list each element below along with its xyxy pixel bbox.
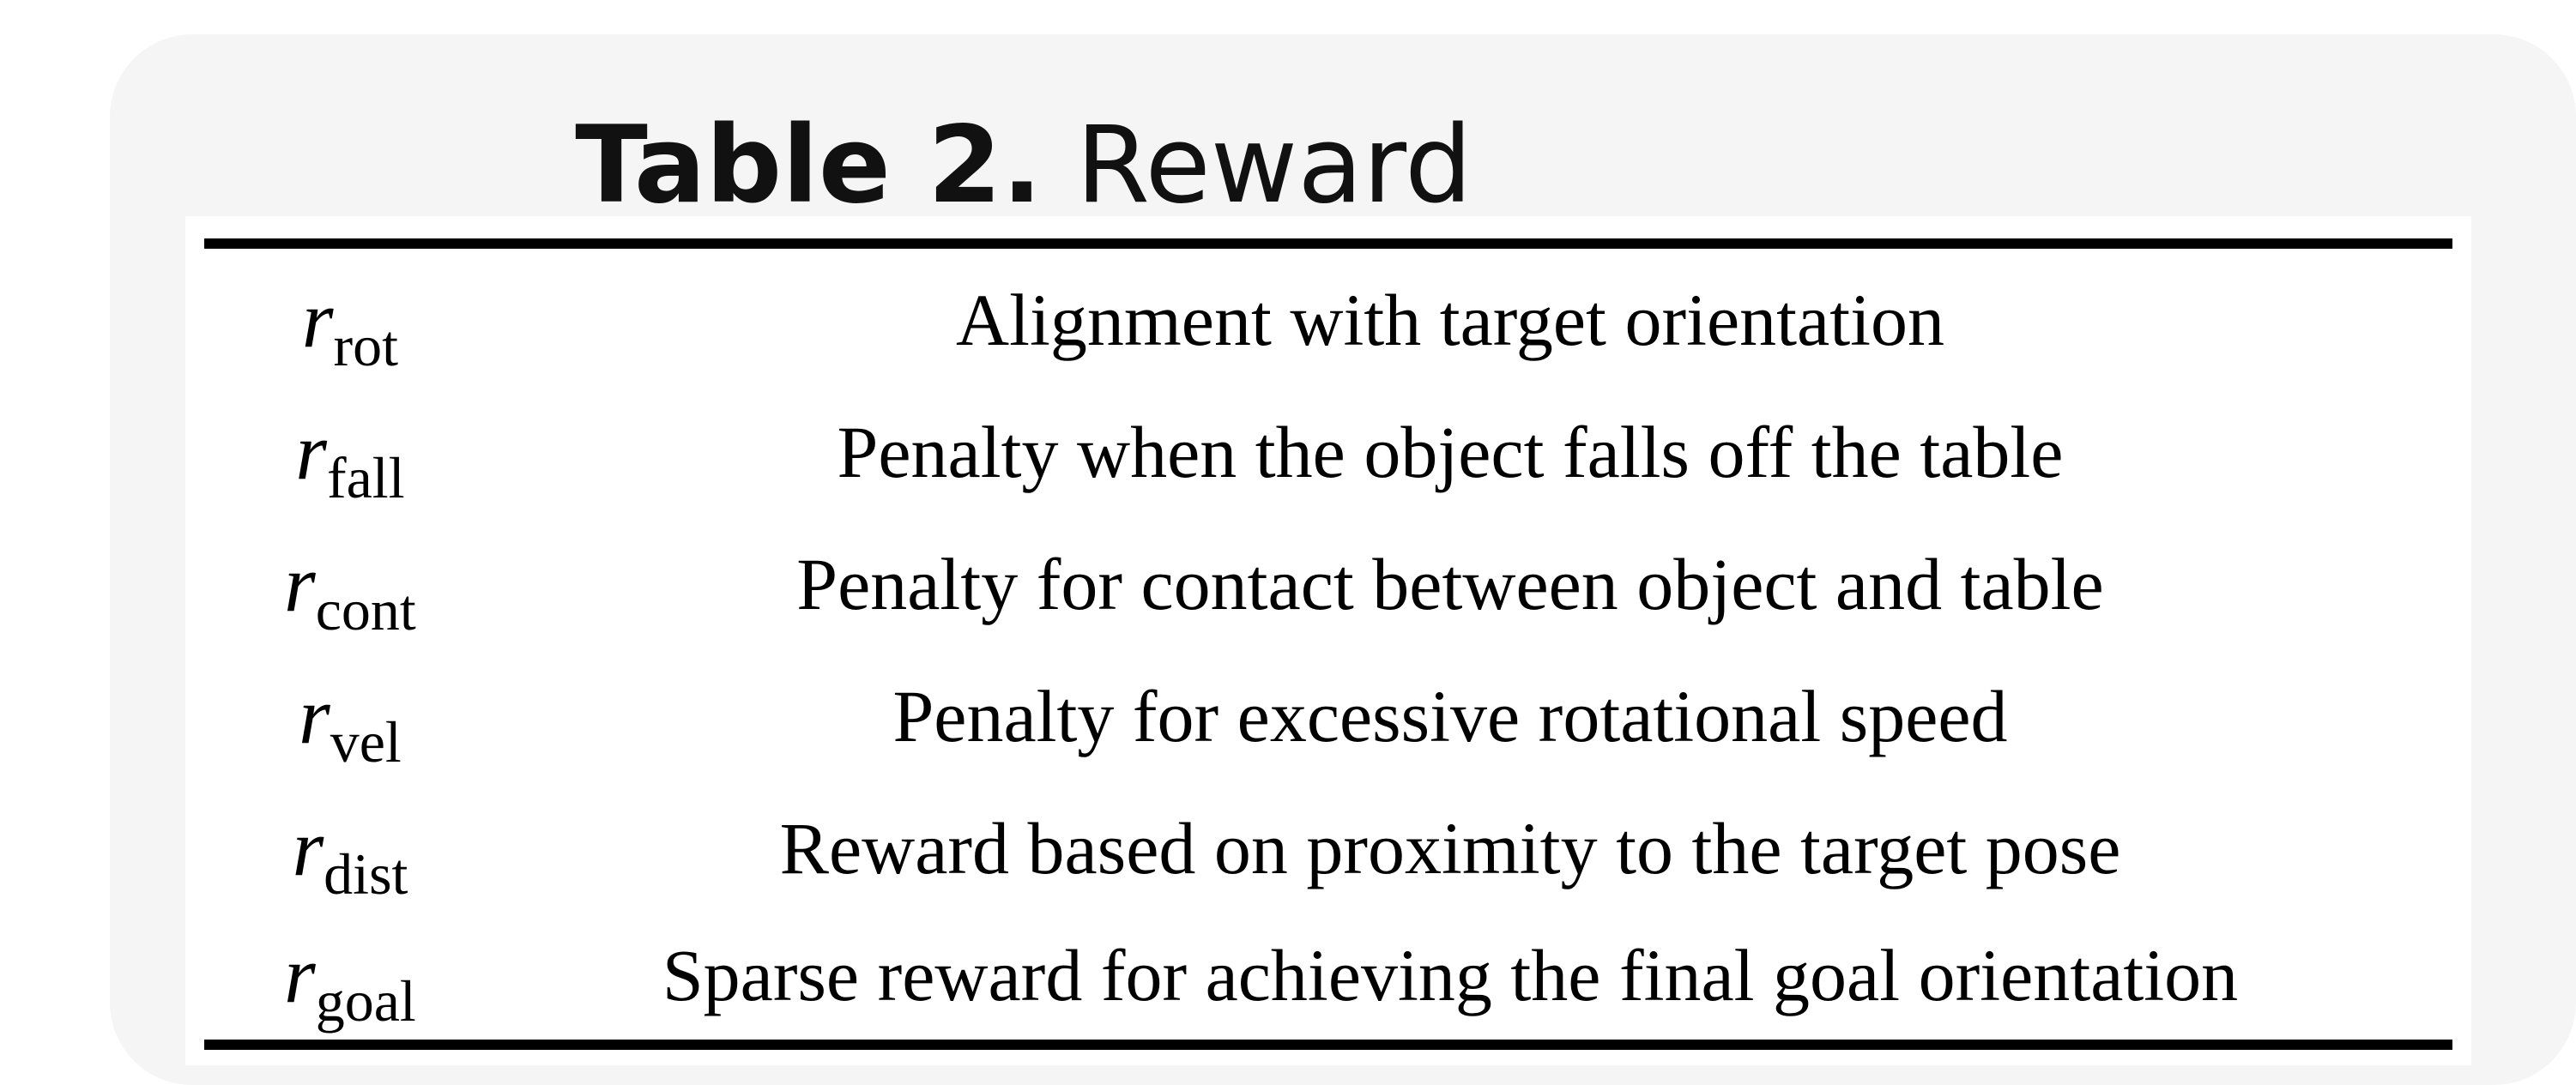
reward-symbol: rrot [301, 275, 399, 378]
reward-description: Penalty for contact between object and t… [796, 543, 2104, 625]
bottom-rule [204, 1040, 2452, 1050]
top-rule [204, 238, 2452, 249]
table-row: rcont Penalty for contact between object… [185, 518, 2471, 650]
reward-description: Penalty when the object falls off the ta… [837, 411, 2064, 493]
table-title: Table 2. Reward [110, 101, 1938, 230]
reward-symbol: rvel [299, 672, 402, 775]
reward-symbol: rfall [295, 407, 405, 510]
table-row: rdist Reward based on proximity to the t… [185, 782, 2471, 914]
table-caption: Reward [1075, 104, 1472, 227]
reward-description: Sparse reward for achieving the final go… [662, 934, 2239, 1016]
reward-symbol: rgoal [284, 931, 416, 1034]
table-row: rrot Alignment with target orientation [185, 254, 2471, 386]
reward-description: Reward based on proximity to the target … [779, 807, 2121, 889]
table-label: Table 2. [575, 104, 1043, 227]
reward-description: Alignment with target orientation [955, 279, 1944, 361]
reward-description: Penalty for excessive rotational speed [892, 675, 2008, 757]
table-row: rgoal Sparse reward for achieving the fi… [185, 909, 2471, 1041]
reward-symbol: rcont [284, 539, 416, 642]
table-row: rvel Penalty for excessive rotational sp… [185, 650, 2471, 782]
reward-symbol: rdist [292, 804, 408, 907]
reward-table: rrot Alignment with target orientation r… [185, 216, 2471, 1065]
table-row: rfall Penalty when the object falls off … [185, 386, 2471, 518]
